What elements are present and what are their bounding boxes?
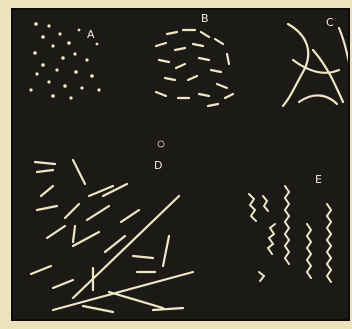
dot bbox=[41, 63, 45, 67]
rod bbox=[87, 206, 109, 220]
specimen-drawing bbox=[13, 10, 350, 321]
spiral bbox=[307, 224, 311, 278]
dot bbox=[58, 32, 61, 35]
dash bbox=[227, 54, 229, 64]
dot bbox=[90, 74, 94, 78]
rod bbox=[41, 186, 53, 196]
dash bbox=[225, 94, 233, 98]
dot bbox=[41, 35, 45, 39]
rod bbox=[89, 186, 113, 196]
rod bbox=[53, 280, 73, 288]
spiral bbox=[259, 272, 264, 281]
dot bbox=[78, 29, 81, 32]
rod bbox=[37, 206, 57, 210]
panel-d-rods bbox=[31, 160, 193, 312]
thread bbox=[283, 24, 308, 106]
thread bbox=[293, 60, 339, 73]
rod bbox=[73, 226, 75, 242]
rod bbox=[35, 162, 55, 164]
rod bbox=[103, 184, 127, 196]
dot bbox=[34, 22, 38, 26]
dot bbox=[73, 52, 76, 55]
dot bbox=[69, 96, 72, 99]
dot bbox=[80, 86, 83, 89]
dash bbox=[167, 32, 177, 34]
spiral bbox=[327, 204, 331, 282]
dash bbox=[199, 94, 209, 96]
dash bbox=[215, 39, 223, 44]
panel-d-label: D bbox=[154, 160, 162, 171]
rod bbox=[163, 236, 169, 266]
dash bbox=[165, 78, 175, 80]
panel-a-label: A bbox=[87, 29, 95, 40]
rod bbox=[73, 196, 179, 298]
rod bbox=[73, 232, 99, 246]
dot bbox=[96, 43, 99, 46]
panel-c-threads bbox=[283, 24, 349, 106]
dot bbox=[61, 56, 65, 60]
dot bbox=[51, 44, 54, 47]
rod bbox=[65, 204, 79, 218]
rod bbox=[73, 160, 85, 184]
dash bbox=[208, 104, 218, 106]
dot bbox=[97, 88, 100, 91]
dash bbox=[175, 48, 185, 50]
dot bbox=[63, 84, 67, 88]
dash bbox=[211, 70, 221, 72]
dot bbox=[33, 51, 37, 55]
dash bbox=[217, 84, 227, 88]
rod bbox=[31, 266, 51, 274]
dot bbox=[55, 68, 58, 71]
dot bbox=[35, 72, 38, 75]
thread bbox=[313, 50, 343, 102]
dot bbox=[47, 80, 50, 83]
rod bbox=[37, 170, 53, 172]
rod bbox=[53, 272, 193, 310]
dash bbox=[156, 43, 166, 46]
dot bbox=[85, 58, 88, 61]
rod bbox=[121, 210, 139, 222]
rod bbox=[47, 226, 65, 238]
dash bbox=[188, 76, 197, 80]
thread bbox=[299, 95, 337, 104]
spiral bbox=[268, 224, 275, 254]
rod bbox=[83, 306, 113, 312]
dot bbox=[29, 88, 32, 91]
panel-c-label: C bbox=[326, 17, 334, 28]
dash bbox=[159, 60, 169, 62]
spiral bbox=[249, 194, 256, 221]
dot bbox=[51, 94, 55, 98]
panel-b-label: B bbox=[201, 13, 209, 24]
dash bbox=[193, 44, 203, 46]
dash bbox=[199, 58, 209, 60]
spiral bbox=[263, 196, 268, 211]
dash bbox=[156, 92, 166, 96]
small-ring bbox=[158, 141, 164, 147]
panel-e-spirals bbox=[249, 186, 331, 282]
dot bbox=[74, 70, 78, 74]
panel-e-label: E bbox=[315, 174, 322, 185]
microscope-plate: A B C D E bbox=[11, 8, 350, 321]
rod bbox=[109, 292, 163, 308]
thread bbox=[339, 28, 349, 62]
rod bbox=[133, 256, 153, 258]
spiral bbox=[285, 186, 289, 264]
dash bbox=[201, 32, 209, 37]
panel-b-dashes bbox=[156, 30, 233, 106]
dot bbox=[47, 24, 50, 27]
dash bbox=[176, 64, 185, 68]
rod bbox=[153, 308, 183, 310]
dot bbox=[67, 41, 71, 45]
